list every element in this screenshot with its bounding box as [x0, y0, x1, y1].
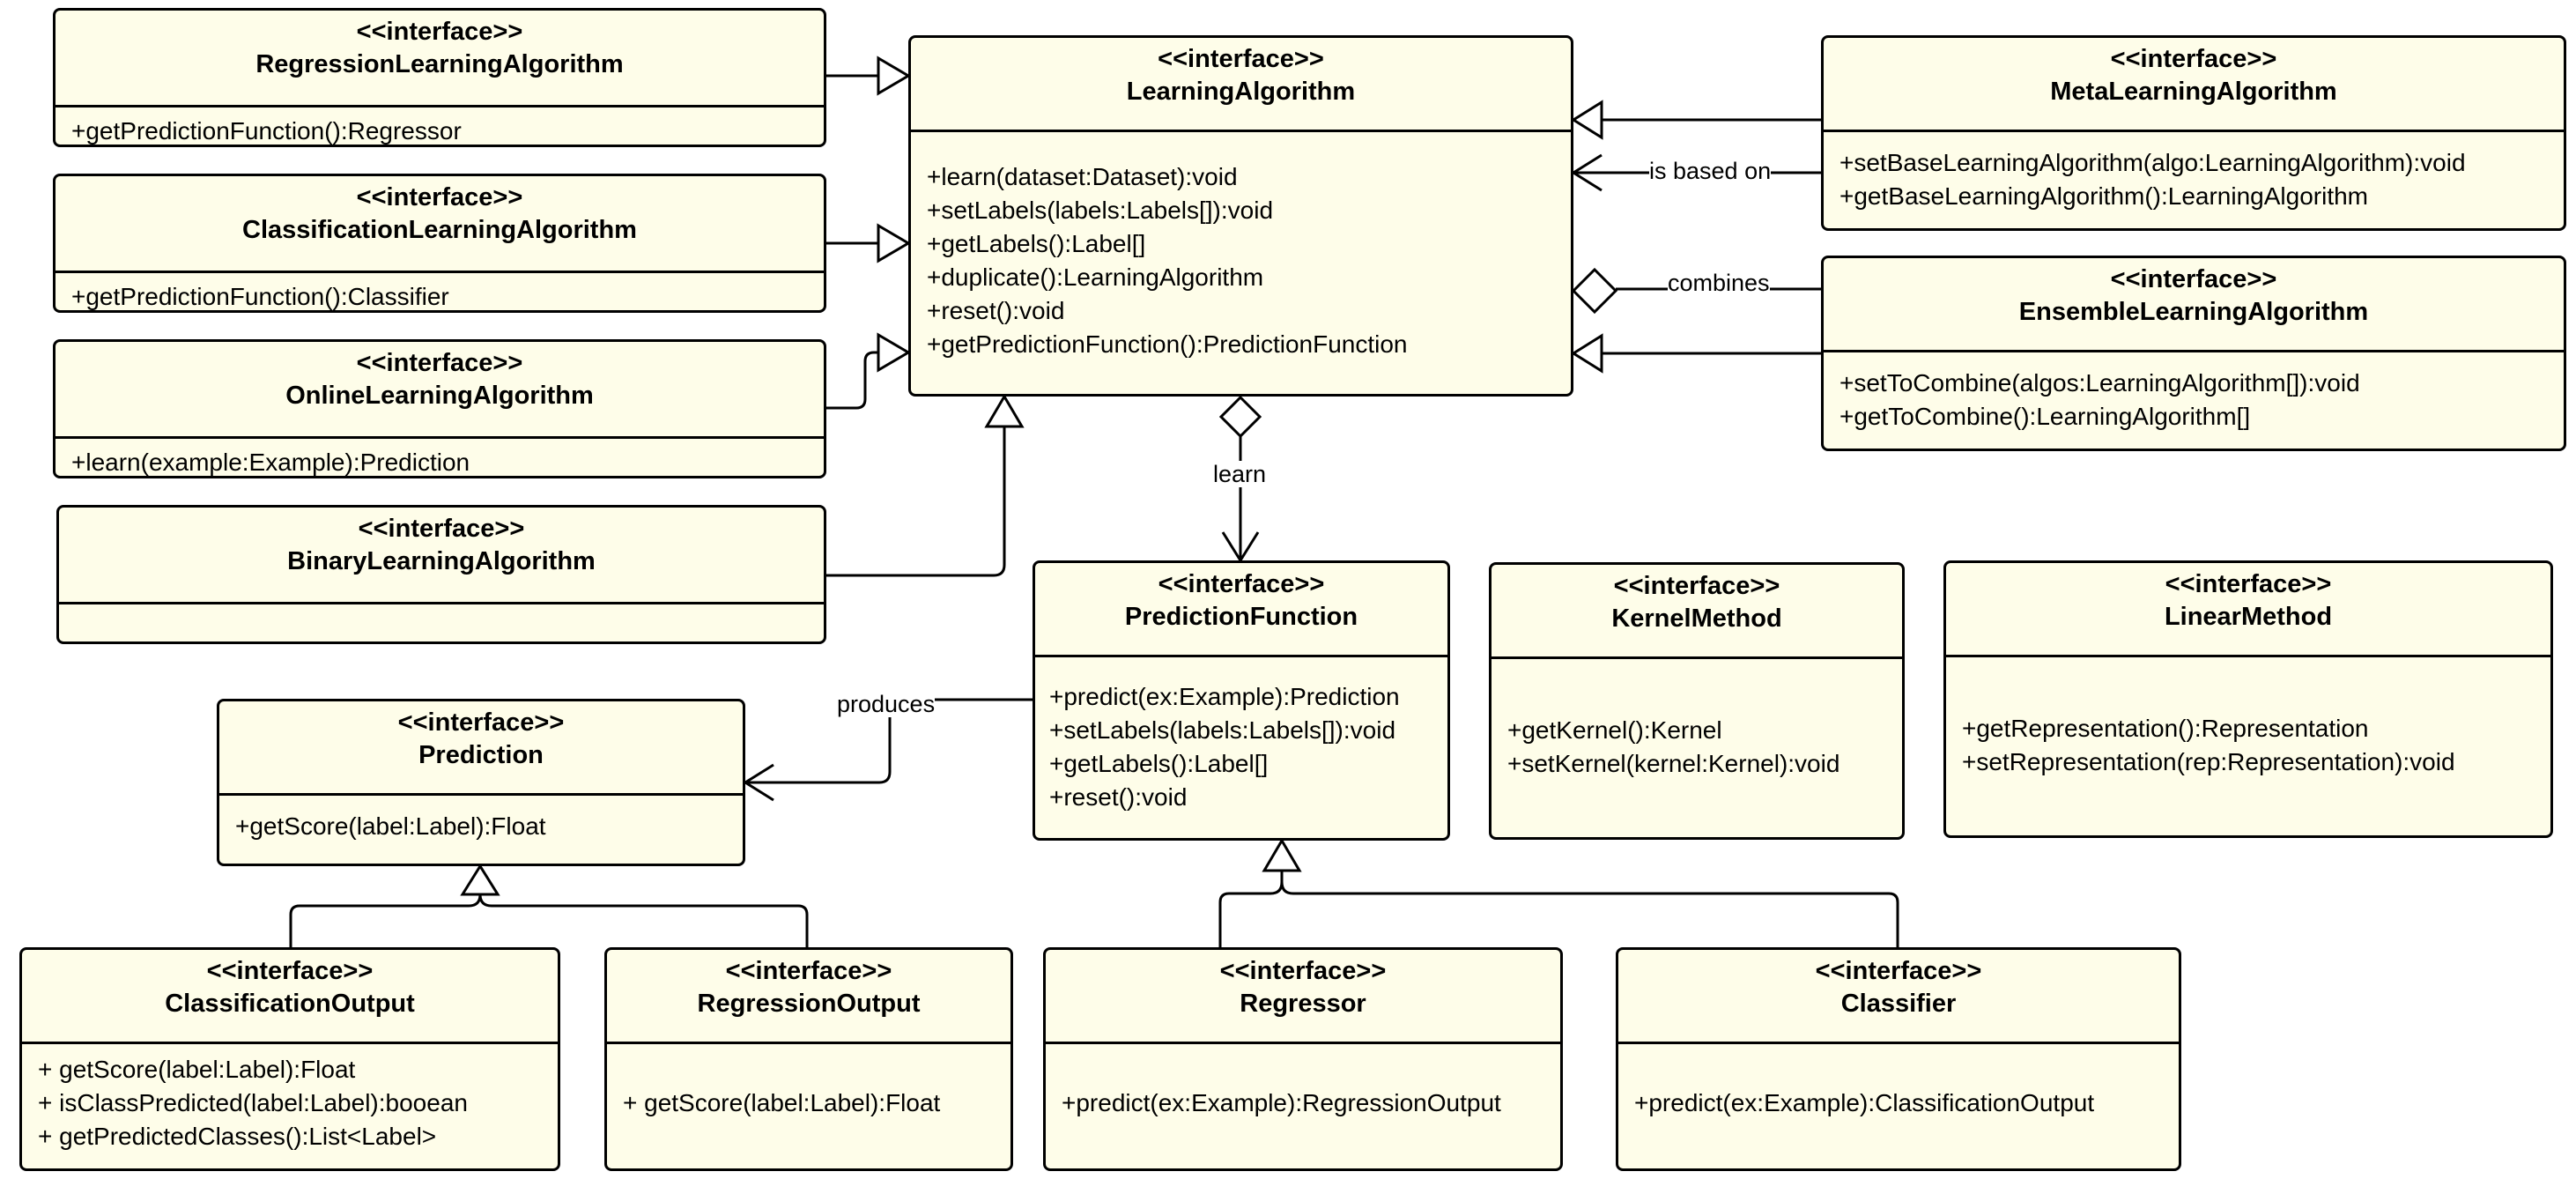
is-based-on-label: is based on	[1649, 158, 1772, 184]
class-meta-learning-algorithm: <<interface>> MetaLearningAlgorithm +setB…	[1821, 35, 2566, 231]
class-ensemble-learning-algorithm: <<interface>> EnsembleLearningAlgorithm +…	[1821, 256, 2566, 451]
class-regression-output: <<interface>> RegressionOutput + getScore…	[604, 947, 1013, 1171]
stereotype: <<interface>>	[356, 349, 523, 377]
class-binary-learning-algorithm: <<interface>> BinaryLearningAlgorithm	[56, 505, 826, 644]
method: +getRepresentation():Representation	[1962, 715, 2369, 742]
class-name: MetaLearningAlgorithm	[2050, 78, 2337, 106]
method: +setRepresentation(rep:Representation):v…	[1962, 748, 2455, 775]
class-kernel-method: <<interface>> KernelMethod +getKernel():K…	[1489, 562, 1905, 840]
method: +duplicate():LearningAlgorithm	[927, 263, 1264, 291]
class-name: EnsembleLearningAlgorithm	[2018, 298, 2369, 326]
class-regression-learning-algorithm: <<interface>> RegressionLearningAlgorithm…	[53, 8, 826, 147]
class-linear-method: <<interface>> LinearMethod +getRepresenta…	[1943, 560, 2553, 838]
class-name: ClassificationOutput	[165, 990, 415, 1018]
prediction-realization-arrowhead	[460, 864, 500, 896]
method: +setToCombine(algos:LearningAlgorithm[])…	[1839, 369, 2360, 397]
class-prediction: <<interface>> Prediction +getScore(label:…	[217, 699, 745, 866]
class-prediction-function: <<interface>> PredictionFunction +predict…	[1033, 560, 1450, 841]
class-classifier: <<interface>> Classifier +predict(ex:Exam…	[1616, 947, 2181, 1171]
class-name: BinaryLearningAlgorithm	[287, 547, 596, 575]
produces-link	[745, 698, 1033, 784]
class-online-learning-algorithm: <<interface>> OnlineLearningAlgorithm +le…	[53, 339, 826, 478]
method: +learn(example:Example):Prediction	[71, 449, 470, 476]
class-name: Classifier	[1840, 990, 1957, 1018]
method: +setLabels(labels:Labels[]):void	[927, 196, 1274, 224]
method: +learn(dataset:Dataset):void	[927, 163, 1238, 190]
class-name: OnlineLearningAlgorithm	[285, 382, 594, 410]
method: + getScore(label:Label):Float	[38, 1056, 356, 1083]
stereotype: <<interface>>	[358, 515, 525, 543]
meta-realization-arrowhead	[1571, 100, 1603, 140]
class-name: LinearMethod	[2164, 603, 2333, 631]
produces-arrowhead	[743, 763, 774, 802]
class-name: ClassificationLearningAlgorithm	[242, 216, 637, 244]
stereotype: <<interface>>	[2110, 45, 2277, 73]
learn-label: learn	[1213, 461, 1267, 487]
method: +getPredictionFunction():PredictionFunct…	[927, 330, 1408, 358]
stereotype: <<interface>>	[206, 957, 374, 985]
stereotype: <<interface>>	[1158, 570, 1325, 598]
functions-to-predictionfunction-link	[1218, 881, 1899, 947]
class-classification-learning-algorithm: <<interface>> ClassificationLearningAlgor…	[53, 174, 826, 313]
method: +getToCombine():LearningAlgorithm[]	[1839, 403, 2251, 430]
binary-to-learning-link	[826, 426, 1006, 577]
class-classification-output: <<interface>> ClassificationOutput + getS…	[19, 947, 560, 1171]
method: +getPredictionFunction():Regressor	[71, 117, 462, 145]
stereotype: <<interface>>	[1613, 572, 1780, 600]
class-regressor: <<interface>> Regressor +predict(ex:Examp…	[1043, 947, 1563, 1171]
stereotype: <<interface>>	[1219, 957, 1387, 985]
regression-realization-arrowhead	[877, 56, 911, 96]
method: + getScore(label:Label):Float	[623, 1089, 941, 1116]
class-name: LearningAlgorithm	[1126, 78, 1356, 106]
method: +reset():void	[1049, 783, 1188, 811]
outputs-to-prediction-link	[289, 894, 809, 947]
method: +setKernel(kernel:Kernel):void	[1507, 750, 1840, 777]
method: +getLabels():Label[]	[1049, 750, 1269, 777]
produces-label: produces	[837, 691, 936, 717]
classification-realization-arrowhead	[877, 223, 911, 263]
class-learning-algorithm: <<interface>> LearningAlgorithm +learn(da…	[908, 35, 1573, 397]
stereotype: <<interface>>	[1158, 45, 1324, 73]
method: +getLabels():Label[]	[927, 230, 1146, 257]
stereotype: <<interface>>	[2110, 265, 2277, 293]
online-realization-arrowhead	[877, 332, 911, 373]
combines-aggregation-diamond	[1571, 267, 1618, 315]
stereotype: <<interface>>	[356, 18, 523, 46]
method: +getPredictionFunction():Classifier	[71, 283, 449, 310]
stereotype: <<interface>>	[2165, 570, 2332, 598]
method: +predict(ex:Example):ClassificationOutpu…	[1634, 1089, 2095, 1116]
class-name: RegressionOutput	[697, 990, 921, 1018]
stereotype: <<interface>>	[397, 708, 565, 737]
method: +reset():void	[927, 297, 1065, 324]
method: +getScore(label:Label):Float	[235, 812, 546, 840]
learn-aggregation-diamond	[1218, 395, 1262, 439]
class-name: PredictionFunction	[1124, 603, 1358, 631]
method: +getKernel():Kernel	[1507, 716, 1722, 744]
class-name: Regressor	[1240, 990, 1366, 1018]
stereotype: <<interface>>	[356, 183, 523, 211]
meta-based-on-arrowhead	[1571, 153, 1603, 192]
method: +getBaseLearningAlgorithm():LearningAlgo…	[1839, 182, 2369, 210]
stereotype: <<interface>>	[725, 957, 892, 985]
predictionfunction-realization-arrowhead	[1262, 838, 1302, 872]
combines-label: combines	[1668, 270, 1770, 296]
binary-realization-arrowhead	[984, 394, 1025, 428]
online-to-learning-link	[826, 351, 878, 410]
method: + getPredictedClasses():List<Label>	[38, 1123, 437, 1150]
class-name: KernelMethod	[1611, 604, 1782, 633]
ensemble-realization-arrowhead	[1571, 333, 1603, 374]
method: +setBaseLearningAlgorithm(algo:LearningA…	[1839, 149, 2466, 176]
method: +setLabels(labels:Labels[]):void	[1049, 716, 1396, 744]
method: +predict(ex:Example):RegressionOutput	[1062, 1089, 1501, 1116]
stereotype: <<interface>>	[1815, 957, 1982, 985]
class-name: Prediction	[418, 741, 544, 769]
method: + isClassPredicted(label:Label):booean	[38, 1089, 468, 1116]
class-name: RegressionLearningAlgorithm	[255, 50, 624, 78]
method: +predict(ex:Example):Prediction	[1049, 683, 1400, 710]
